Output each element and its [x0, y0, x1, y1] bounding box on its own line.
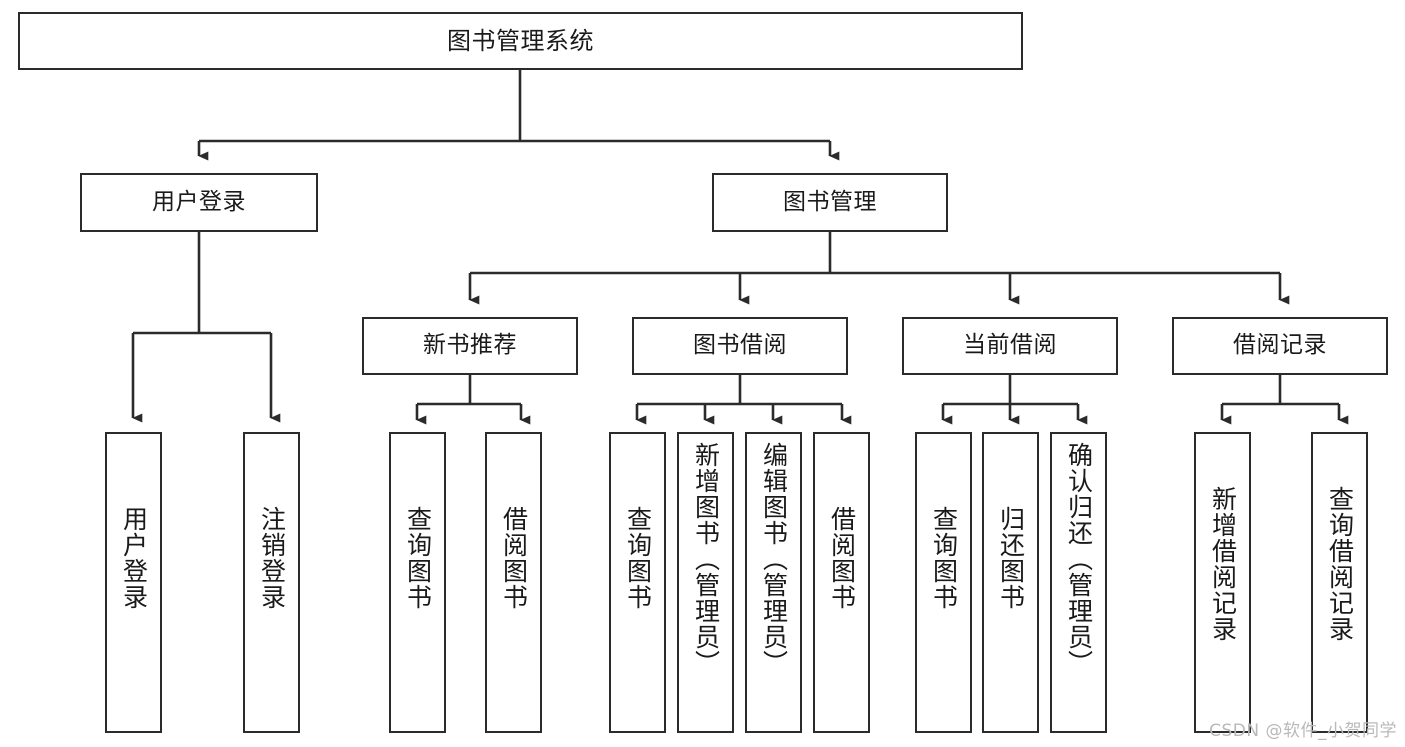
node-leaf-query-record-label: 查询借阅记录	[1325, 486, 1355, 642]
node-user-login-label: 用户登录	[152, 188, 246, 215]
node-leaf-query-book-1-label: 查询图书	[403, 506, 433, 610]
node-leaf-add-record[interactable]: 新增借阅记录	[1194, 432, 1251, 733]
node-new-book-recommend-label: 新书推荐	[423, 332, 517, 359]
node-leaf-confirm-return-label: 确认归还（管理员）	[1064, 442, 1094, 676]
node-user-login[interactable]: 用户登录	[80, 173, 318, 232]
node-leaf-return-book-label: 归还图书	[996, 506, 1026, 610]
node-borrow-record[interactable]: 借阅记录	[1172, 317, 1388, 375]
node-current-borrow[interactable]: 当前借阅	[902, 317, 1118, 375]
node-borrow-record-label: 借阅记录	[1233, 332, 1327, 359]
node-leaf-borrow-book-1[interactable]: 借阅图书	[485, 432, 542, 733]
node-leaf-borrow-book-2-label: 借阅图书	[827, 506, 857, 610]
node-leaf-query-record[interactable]: 查询借阅记录	[1311, 432, 1368, 733]
node-leaf-query-book-2[interactable]: 查询图书	[609, 432, 666, 733]
node-leaf-query-book-3[interactable]: 查询图书	[915, 432, 972, 733]
node-book-manage-label: 图书管理	[783, 188, 877, 215]
node-root-label: 图书管理系统	[447, 26, 594, 55]
node-leaf-add-record-label: 新增借阅记录	[1208, 486, 1238, 642]
node-leaf-confirm-return[interactable]: 确认归还（管理员）	[1050, 432, 1107, 733]
csdn-watermark: CSDN @软件_小贺同学	[1209, 721, 1397, 741]
node-current-borrow-label: 当前借阅	[963, 332, 1057, 359]
node-root[interactable]: 图书管理系统	[18, 12, 1023, 70]
node-leaf-user-login-label: 用户登录	[119, 506, 149, 610]
node-leaf-logout-label: 注销登录	[257, 506, 287, 610]
node-leaf-query-book-3-label: 查询图书	[929, 506, 959, 610]
node-leaf-logout[interactable]: 注销登录	[243, 432, 300, 733]
node-leaf-edit-book[interactable]: 编辑图书（管理员）	[745, 432, 802, 733]
node-book-manage[interactable]: 图书管理	[712, 173, 948, 232]
node-book-borrow[interactable]: 图书借阅	[632, 317, 848, 375]
node-leaf-add-book[interactable]: 新增图书（管理员）	[677, 432, 734, 733]
node-leaf-user-login[interactable]: 用户登录	[105, 432, 162, 733]
node-leaf-return-book[interactable]: 归还图书	[982, 432, 1039, 733]
node-leaf-edit-book-label: 编辑图书（管理员）	[759, 442, 789, 676]
node-leaf-borrow-book-2[interactable]: 借阅图书	[813, 432, 870, 733]
node-new-book-recommend[interactable]: 新书推荐	[362, 317, 578, 375]
node-leaf-query-book-1[interactable]: 查询图书	[389, 432, 446, 733]
node-leaf-borrow-book-1-label: 借阅图书	[499, 506, 529, 610]
node-leaf-query-book-2-label: 查询图书	[623, 506, 653, 610]
node-book-borrow-label: 图书借阅	[693, 332, 787, 359]
node-leaf-add-book-label: 新增图书（管理员）	[691, 442, 721, 676]
